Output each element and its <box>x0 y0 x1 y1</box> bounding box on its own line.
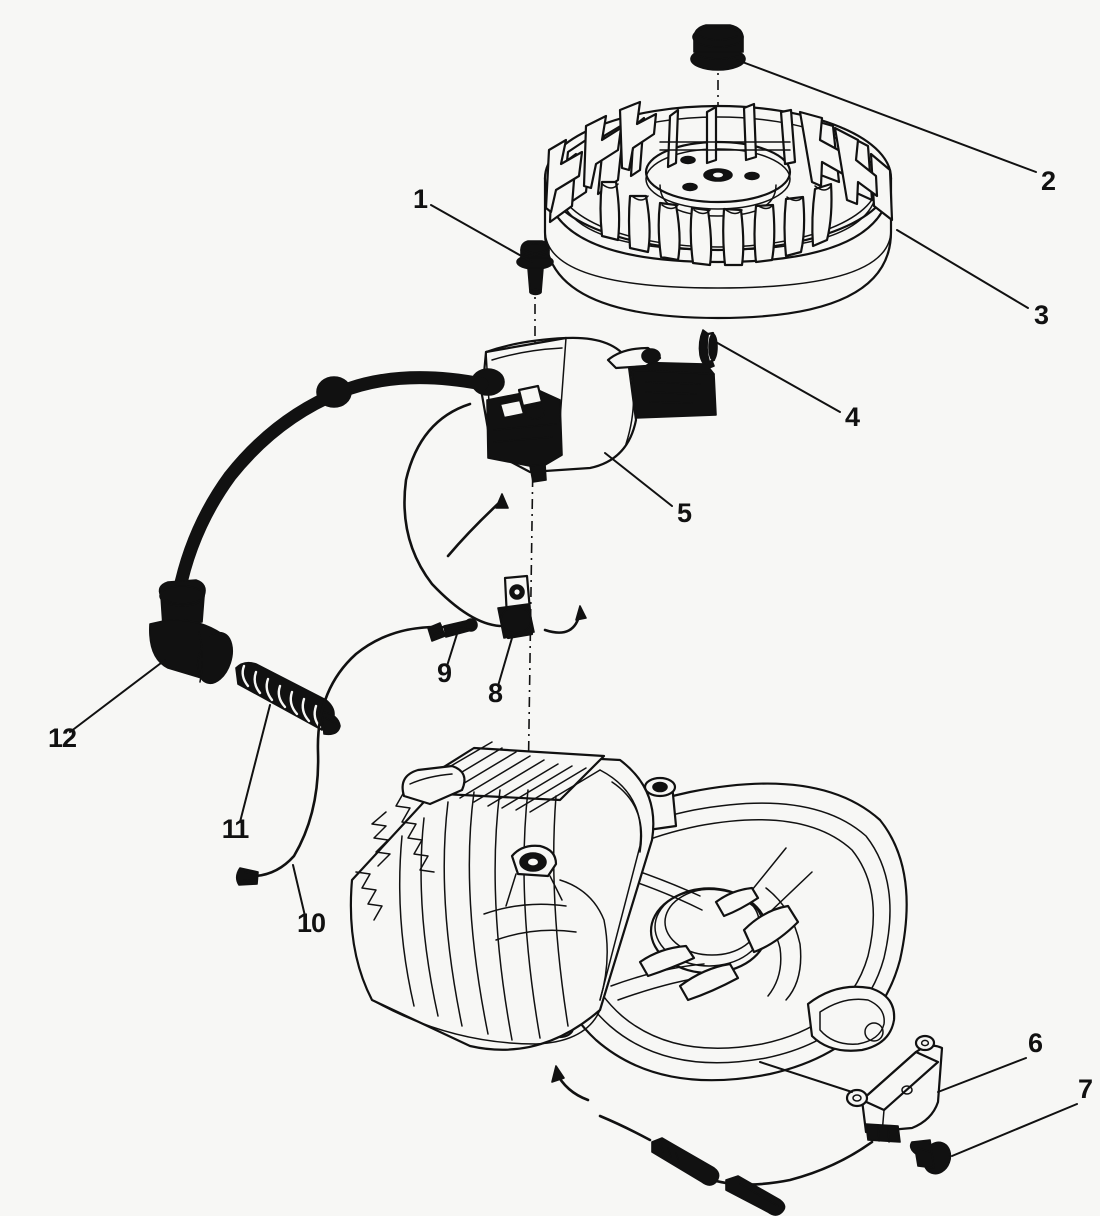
callout-7: 7 <box>1078 1074 1092 1104</box>
flywheel-flange-nut <box>690 24 746 71</box>
switch-wire-harness <box>598 1114 874 1216</box>
spark-plug-boot-lead <box>149 371 489 685</box>
callout-12: 12 <box>48 723 76 753</box>
callout-6: 6 <box>1028 1028 1043 1058</box>
callout-3: 3 <box>1034 300 1049 330</box>
fan-blades-right <box>798 110 894 222</box>
fan-blades-inner <box>599 180 833 267</box>
stop-switch-wire <box>235 625 472 886</box>
coil-hv-terminal-block <box>606 346 717 419</box>
coil-laminated-core <box>486 384 563 483</box>
callout-leaders <box>69 59 1078 1157</box>
flywheel-with-cooling-fan <box>543 100 894 320</box>
ground-terminal <box>497 574 535 640</box>
callout-2: 2 <box>1041 166 1055 196</box>
callout-11: 11 <box>222 814 250 844</box>
bullet-connector-female <box>725 1175 786 1216</box>
ignition-coil-armature <box>403 336 717 634</box>
callout-4: 4 <box>845 402 860 432</box>
cylinder-head-fins <box>349 741 655 1051</box>
callout-10: 10 <box>297 908 325 938</box>
callout-1: 1 <box>413 184 428 214</box>
engine-stop-switch <box>759 1034 944 1143</box>
fan-blades-left <box>544 100 658 224</box>
callout-8: 8 <box>488 678 503 708</box>
flywheel-woodruff-key <box>698 329 718 369</box>
bullet-connector-male <box>651 1137 720 1186</box>
stop-switch-screw <box>909 1139 952 1175</box>
callout-9: 9 <box>437 658 452 688</box>
engine-block-assembly <box>349 741 908 1102</box>
callout-numbers: 1 2 3 4 5 6 7 8 9 10 11 12 <box>48 166 1093 1104</box>
callout-5: 5 <box>677 498 692 528</box>
